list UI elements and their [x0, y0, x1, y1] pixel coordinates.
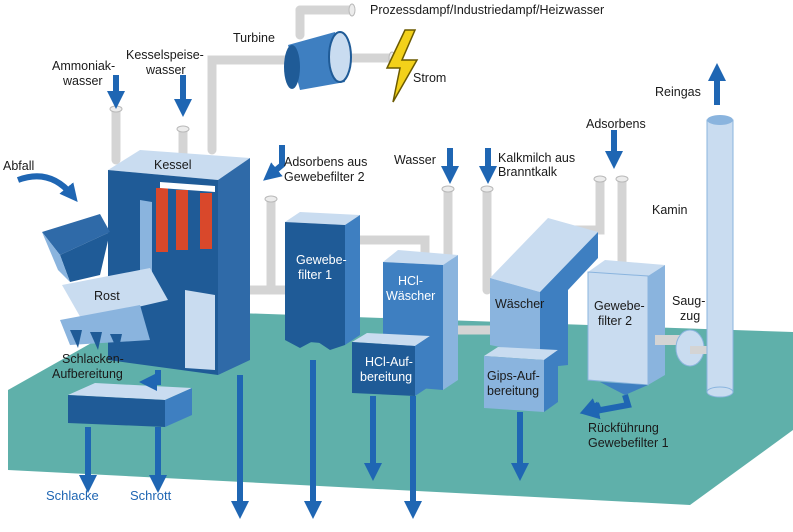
label-scrap: Schrott: [130, 488, 172, 503]
label-induced-draft-1: Saug-: [672, 294, 705, 308]
label-clean-gas: Reingas: [655, 85, 701, 99]
hcl-processing-unit: [352, 333, 430, 396]
label-hcl-processing-2: bereitung: [360, 370, 412, 384]
label-ammonia-water-2: wasser: [62, 74, 103, 88]
label-grate: Rost: [94, 289, 120, 303]
label-waste: Abfall: [3, 159, 34, 173]
waste-hopper: [42, 214, 110, 282]
labels: Prozessdampf/Industriedampf/Heizwasser T…: [3, 3, 705, 503]
label-fabric-filter-2-b: filter 2: [598, 314, 632, 328]
induced-draft-fan: [655, 329, 708, 367]
label-hcl-processing-1: HCl-Auf-: [365, 355, 413, 369]
slag-processing-unit: [68, 383, 192, 427]
label-slag-processing-1: Schlacken-: [62, 352, 124, 366]
label-gypsum-processing-2: bereitung: [487, 384, 539, 398]
chimney: [706, 115, 734, 398]
label-slag: Schlacke: [46, 488, 99, 503]
gypsum-processing-unit: [484, 347, 558, 412]
label-adsorbent-return-2: Gewebefilter 2: [284, 170, 365, 184]
label-fabric-filter-1-a: Gewebe-: [296, 253, 347, 267]
label-adsorbent-return-1: Adsorbens aus: [284, 155, 367, 169]
label-fabric-filter-1-b: filter 1: [298, 268, 332, 282]
grate: [60, 268, 168, 352]
label-boiler-feed-water-2: wasser: [145, 63, 186, 77]
boiler: [108, 150, 250, 375]
label-gypsum-processing-1: Gips-Auf-: [487, 369, 540, 383]
label-scrubber: Wäscher: [495, 297, 544, 311]
label-adsorbent: Adsorbens: [586, 117, 646, 131]
label-power: Strom: [413, 71, 446, 85]
label-ammonia-water-1: Ammoniak-: [52, 59, 115, 73]
label-induced-draft-2: zug: [680, 309, 700, 323]
flow-arrows: [16, 63, 726, 519]
scrubber: [490, 218, 598, 368]
label-hcl-scrubber-1: HCl-: [398, 274, 423, 288]
power-bolt-icon: [385, 29, 419, 103]
label-boiler: Kessel: [154, 158, 192, 172]
label-recirculation-1: Rückführung: [588, 421, 659, 435]
fabric-filter-1: [285, 212, 360, 350]
turbine: [284, 31, 352, 90]
label-boiler-feed-water-1: Kesselspeise-: [126, 48, 204, 62]
fabric-filter-2: [587, 260, 665, 395]
label-recirculation-2: Gewebefilter 1: [588, 436, 669, 450]
label-lime-milk-1: Kalkmilch aus: [498, 151, 575, 165]
label-chimney: Kamin: [652, 203, 687, 217]
label-lime-milk-2: Branntkalk: [498, 165, 558, 179]
label-fabric-filter-2-a: Gewebe-: [594, 299, 645, 313]
label-slag-processing-2: Aufbereitung: [52, 367, 123, 381]
label-hcl-scrubber-2: Wäscher: [386, 289, 435, 303]
label-process-steam: Prozessdampf/Industriedampf/Heizwasser: [370, 3, 604, 17]
label-water: Wasser: [394, 153, 436, 167]
label-turbine: Turbine: [233, 31, 275, 45]
